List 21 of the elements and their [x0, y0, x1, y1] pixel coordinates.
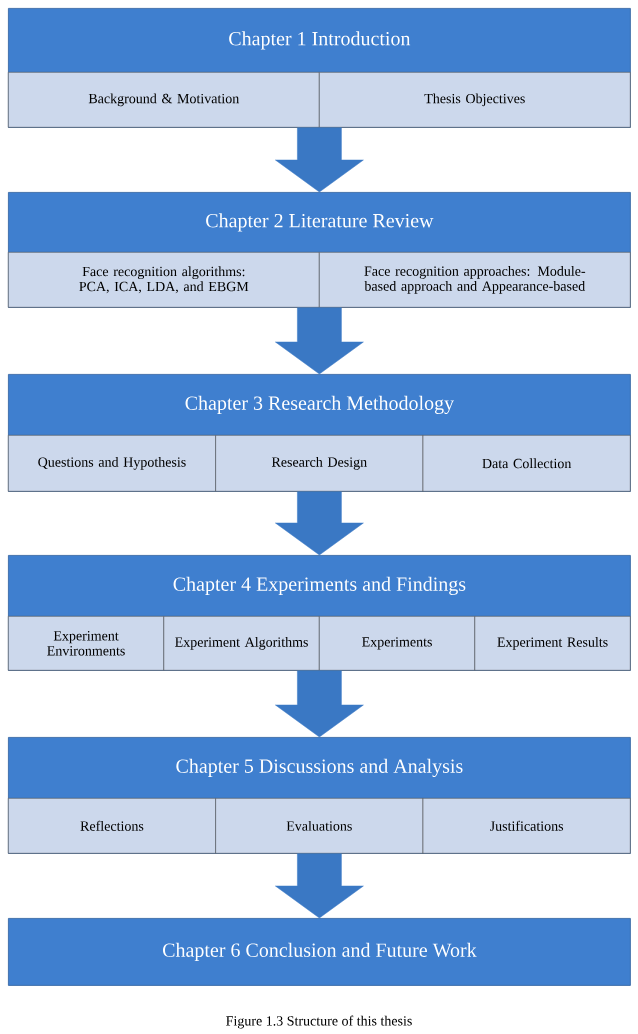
- block-arrow: [275, 307, 364, 375]
- section-box: Reflections: [8, 798, 216, 854]
- section-box: Data Collection: [422, 435, 631, 492]
- chapter-box: Chapter 6 Conclusion and Future Work: [8, 918, 631, 986]
- section-box: Evaluations: [215, 798, 424, 854]
- section-box: Experiment Environments: [8, 616, 165, 671]
- figure-caption: Figure 1.3 Structure of this thesis: [226, 1015, 412, 1029]
- section-box: Justifications: [422, 798, 631, 854]
- block-arrow: [275, 127, 364, 193]
- section-box: Background & Motivation: [8, 72, 320, 128]
- section-box: Experiment Algorithms: [163, 616, 320, 671]
- block-arrow: [275, 853, 364, 919]
- section-box: Experiment Results: [474, 616, 631, 671]
- section-box: Questions and Hypothesis: [8, 435, 216, 492]
- block-arrow: [275, 670, 364, 738]
- section-box: Research Design: [215, 435, 424, 492]
- block-arrow: [275, 491, 364, 556]
- section-box: Face recognition algorithms: PCA, ICA, LDA, and EBGM: [8, 252, 320, 308]
- section-box: Face recognition approaches: Module-based approach and Appearance-based: [319, 252, 631, 308]
- section-box: Thesis Objectives: [319, 72, 631, 128]
- section-box: Experiments: [319, 616, 476, 671]
